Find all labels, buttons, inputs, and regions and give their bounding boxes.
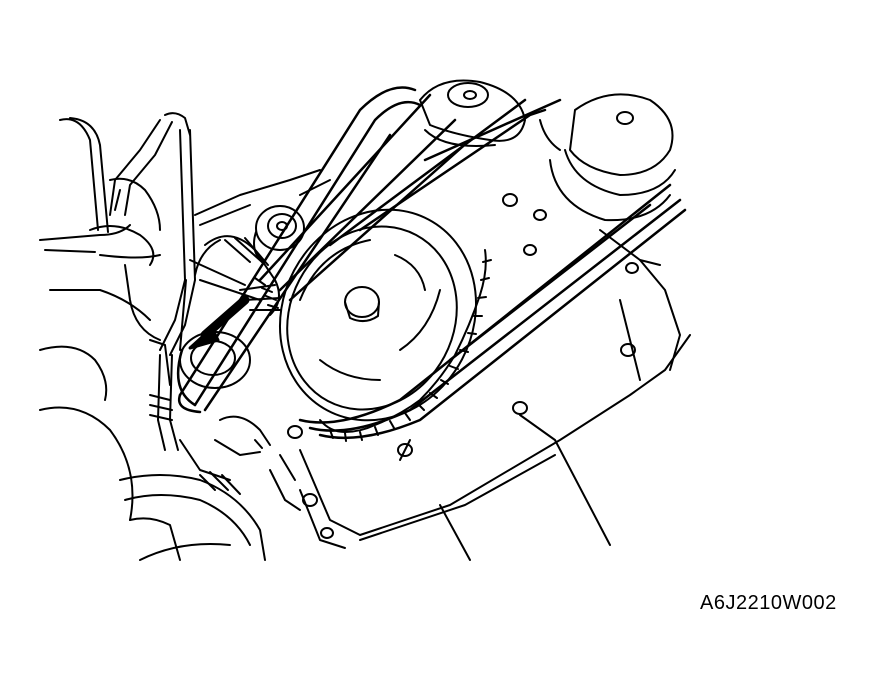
bolt	[302, 493, 318, 507]
drive-belt	[176, 86, 687, 440]
block-bolts	[287, 193, 639, 539]
bracket-lines	[124, 169, 331, 341]
bolt	[287, 425, 303, 439]
rotation-direction-arrow-icon	[188, 295, 250, 350]
hoses-and-pipes	[39, 112, 196, 451]
bolt	[397, 443, 413, 457]
crankshaft-pulley	[278, 208, 478, 422]
bolt	[620, 343, 636, 357]
belt-tensioner	[179, 235, 281, 389]
bolt	[502, 193, 518, 207]
engine-block-outline	[299, 229, 691, 561]
pulley-bolt-head	[344, 286, 380, 318]
upper-pulleys	[419, 79, 676, 222]
lower-left-components	[39, 289, 301, 561]
bolt	[320, 527, 334, 539]
bolt	[523, 244, 537, 256]
bolt	[625, 262, 639, 274]
figure-code-label: A6J2210W002	[700, 592, 837, 614]
bolt	[533, 209, 547, 221]
idler-pulley	[253, 205, 305, 263]
crank-sprocket-teeth	[319, 249, 492, 442]
bolt	[512, 401, 528, 415]
